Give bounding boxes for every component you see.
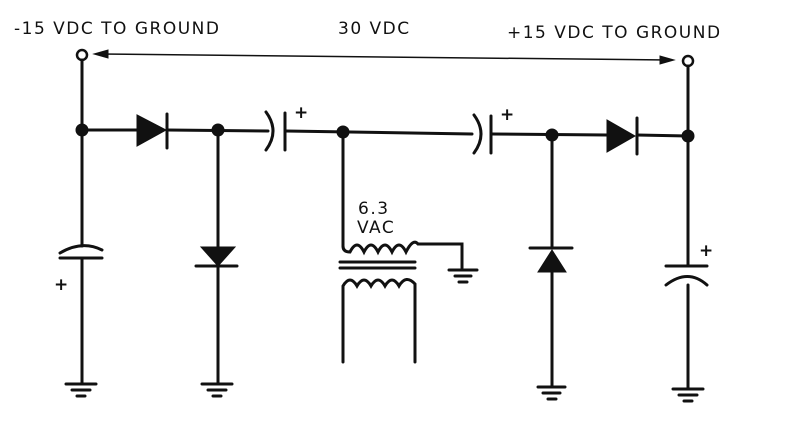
capacitor-coupling-left-icon: + bbox=[264, 103, 308, 152]
polarity-plus: + bbox=[699, 241, 713, 261]
capacitor-filter-right-icon: + bbox=[664, 241, 713, 287]
diode-series-left-icon bbox=[136, 112, 169, 150]
pos-terminal-label: +15 VDC TO GROUND bbox=[507, 23, 722, 43]
capacitor-coupling-right-icon: + bbox=[472, 105, 514, 155]
voltage-span-arrow bbox=[92, 49, 676, 65]
ground-icon bbox=[671, 387, 705, 403]
transformer-voltage-line1: 6.3 bbox=[358, 199, 390, 219]
ground-icon bbox=[200, 382, 234, 398]
ground-icon bbox=[447, 268, 479, 284]
ground-icon bbox=[536, 385, 567, 401]
ground-icon bbox=[64, 382, 98, 398]
total-voltage-label: 30 VDC bbox=[338, 19, 411, 39]
wires bbox=[80, 58, 690, 390]
polarity-plus: + bbox=[294, 103, 308, 123]
capacitor-filter-left-icon: + bbox=[54, 244, 104, 295]
neg-terminal-label: -15 VDC TO GROUND bbox=[14, 19, 220, 39]
diode-shunt-right-icon bbox=[528, 246, 574, 273]
polarity-plus: + bbox=[54, 275, 68, 295]
transformer-voltage-line2: VAC bbox=[357, 218, 395, 238]
polarity-plus: + bbox=[500, 105, 514, 125]
junction-nodes bbox=[75, 123, 695, 143]
transformer-icon bbox=[338, 240, 464, 364]
diode-shunt-left-icon bbox=[194, 246, 239, 268]
diode-series-right-icon bbox=[606, 116, 639, 156]
